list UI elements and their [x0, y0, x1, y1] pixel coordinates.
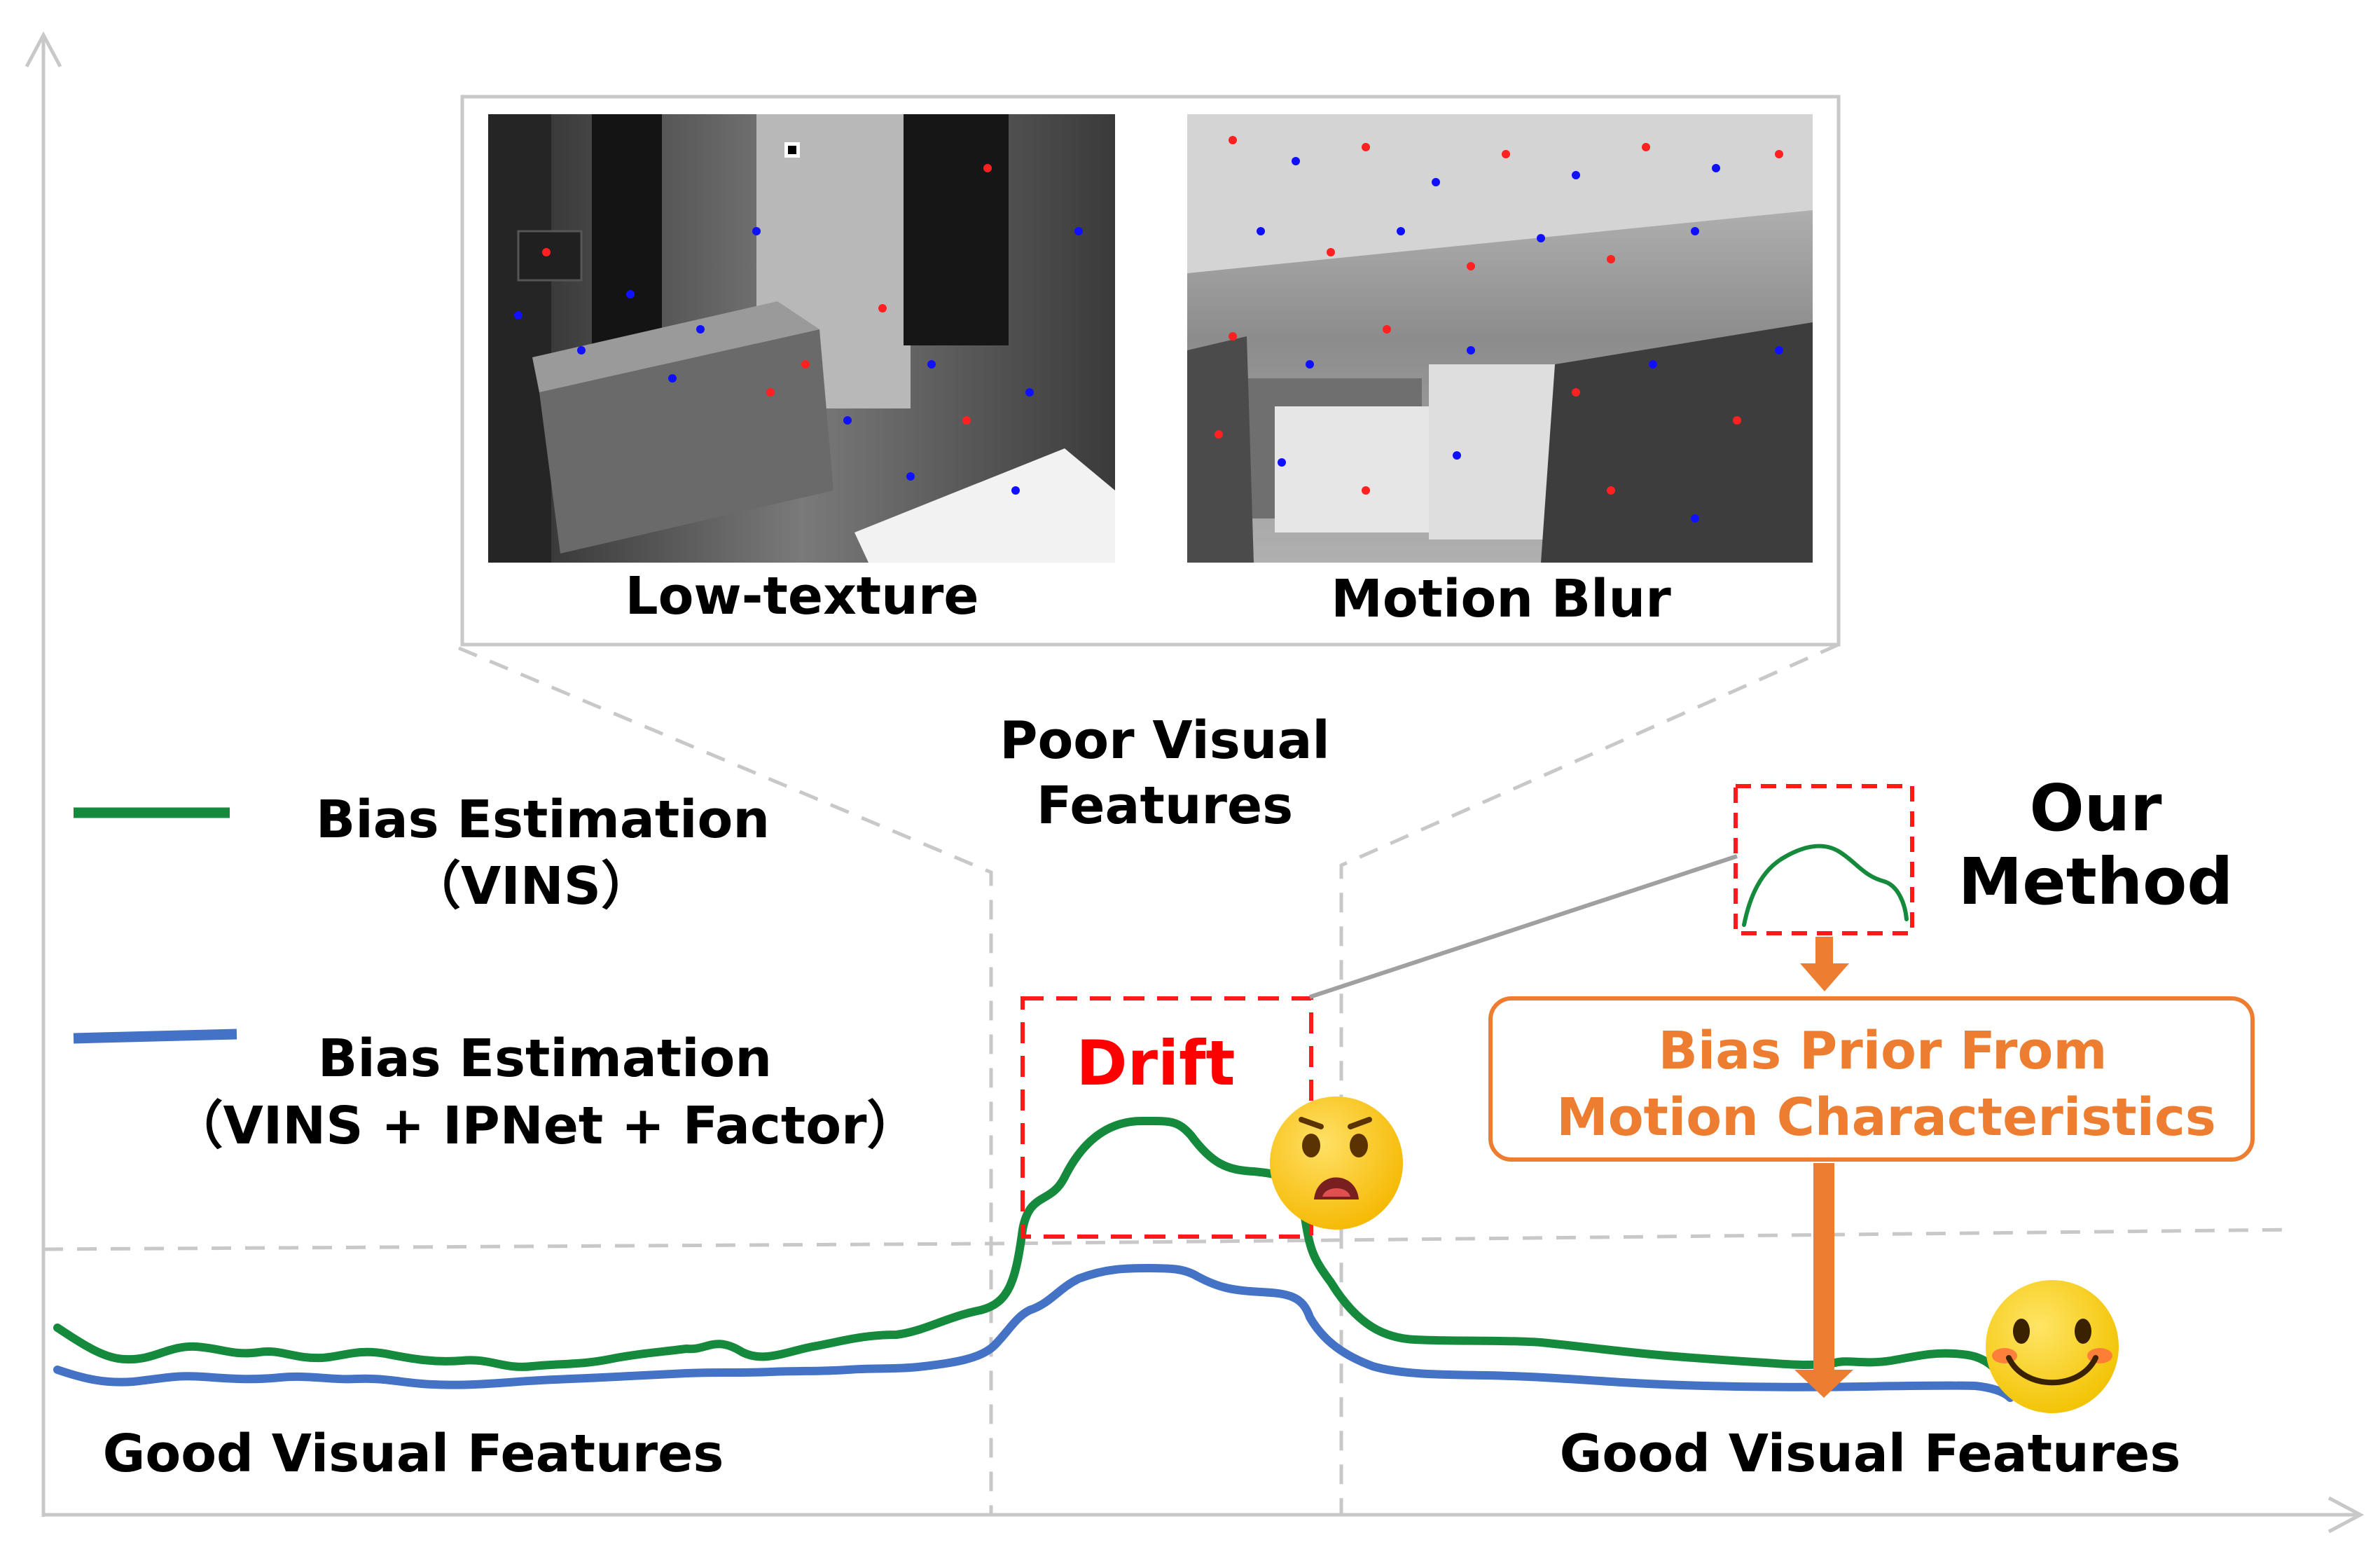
legend-ipnet-swatch	[73, 1029, 237, 1044]
motion-blur-caption: Motion Blur	[1331, 569, 1671, 629]
prior-flow: Bias Prior From Motion Characteristics	[1488, 937, 2255, 1398]
feature-points	[514, 164, 1083, 495]
prior-box	[1488, 996, 2255, 1162]
poor-features-label-line1: Poor Visual	[999, 710, 1330, 771]
good-features-label-right: Good Visual Features	[1560, 1424, 2181, 1484]
sad-face-icon	[1270, 1096, 1403, 1230]
method-label-line2: Method	[1958, 844, 2233, 919]
drift-label: Drift	[1077, 1027, 1236, 1099]
good-features-label-left: Good Visual Features	[103, 1424, 724, 1484]
legend-ipnet-line2: （VINS + IPNet + Factor）	[171, 1096, 918, 1156]
method-box: Our Method	[1734, 771, 2233, 935]
low-texture-image	[488, 114, 1115, 563]
x-axis-arrow-icon	[2327, 1496, 2365, 1534]
prior-arrow-top-head-icon	[1800, 963, 1849, 991]
prior-arrow-bottom-shaft	[1813, 1163, 1834, 1373]
feature-points-blur	[1215, 136, 1783, 523]
curve-vins-ipnet-factor	[53, 1264, 2014, 1402]
prior-arrow-top-shaft	[1815, 937, 1833, 966]
drift-to-method-connector	[1309, 854, 1738, 999]
legend: Bias Estimation （VINS） Bias Estimation （…	[73, 790, 919, 1156]
curve-vins	[53, 1116, 2000, 1374]
legend-vins-line2: （VINS）	[409, 856, 653, 916]
low-texture-caption: Low-texture	[625, 566, 978, 626]
inset-panel: Low-texture Motion Blur	[460, 95, 1841, 647]
prior-label-line2: Motion Characteristics	[1556, 1087, 2216, 1148]
poor-features-label-line2: Features	[1037, 776, 1293, 836]
y-axis-arrow-icon	[25, 31, 62, 68]
left-region-separator	[458, 646, 993, 1513]
method-curve-icon	[1742, 844, 1909, 927]
threshold-line	[43, 1228, 2295, 1251]
method-label-line1: Our	[2029, 771, 2162, 846]
legend-ipnet-line1: Bias Estimation	[318, 1029, 772, 1089]
motion-blur-image	[1187, 114, 1813, 563]
prior-arrow-bottom-head-icon	[1794, 1370, 1853, 1398]
axes	[25, 31, 2365, 1534]
legend-vins-line1: Bias Estimation	[316, 790, 770, 850]
happy-face-icon	[1986, 1280, 2119, 1413]
prior-label-line1: Bias Prior From	[1659, 1021, 2108, 1081]
